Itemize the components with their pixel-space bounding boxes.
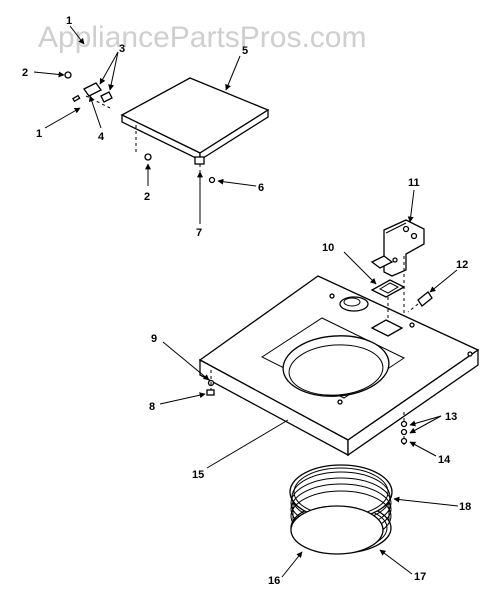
top-panel-part — [198, 275, 480, 457]
callout-15: 15 — [192, 469, 204, 481]
callout-18: 18 — [459, 501, 471, 513]
callout-10: 10 — [322, 242, 334, 254]
leader-lines — [33, 25, 459, 578]
callout-5: 5 — [242, 45, 248, 57]
callout-1-bottom: 1 — [36, 128, 42, 140]
callout-7: 7 — [196, 227, 202, 239]
callout-8: 8 — [149, 401, 155, 413]
callout-4: 4 — [98, 131, 105, 143]
callout-12: 12 — [456, 259, 468, 271]
callout-3: 3 — [119, 43, 125, 55]
callout-14: 14 — [438, 454, 451, 466]
seal-part — [290, 505, 384, 555]
callout-6: 6 — [258, 182, 264, 194]
bracket-part — [370, 219, 425, 315]
callout-13: 13 — [445, 411, 457, 423]
lid-fasteners — [135, 125, 216, 198]
right-fasteners — [400, 412, 408, 448]
hinge-part — [64, 71, 113, 109]
lid-part — [120, 77, 270, 165]
watermark-text: AppliancePartsPros.com — [38, 21, 366, 54]
callout-11: 11 — [408, 177, 420, 189]
callout-16: 16 — [268, 575, 280, 587]
callout-17: 17 — [414, 571, 426, 583]
callout-2-left: 2 — [22, 67, 28, 79]
callout-2-bottom: 2 — [144, 191, 150, 203]
clip-part — [407, 291, 433, 313]
callout-1-top: 1 — [66, 15, 72, 27]
callout-9: 9 — [151, 333, 157, 345]
left-fasteners — [206, 370, 215, 396]
